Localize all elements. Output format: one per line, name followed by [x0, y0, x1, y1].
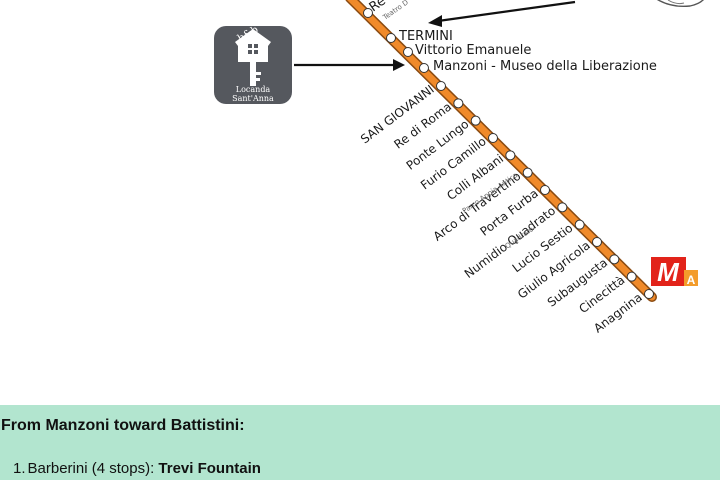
directions-list-item: 1.Barberini (4 stops): Trevi Fountain — [13, 460, 261, 477]
list-item-text: Barberini (4 stops): — [27, 460, 159, 477]
metro-a-logo: M A — [651, 257, 698, 287]
directions-list: 1.Barberini (4 stops): Trevi Fountain — [13, 460, 261, 477]
map-decoration-top-right — [656, 0, 705, 8]
key-icon — [250, 62, 261, 86]
station-dot-arco-di-travertino[interactable] — [522, 167, 533, 178]
station-dot-re[interactable] — [363, 8, 373, 18]
station-dot-re-di-roma[interactable] — [453, 98, 464, 109]
directions-heading: From Manzoni toward Battistini: — [1, 417, 245, 434]
station-dot-furio-camillo[interactable] — [488, 133, 498, 143]
directions-panel: From Manzoni toward Battistini: 1.Barber… — [0, 405, 720, 480]
hotel-badge-name-line2: Sant'Anna — [232, 94, 274, 103]
station-dot-termini[interactable] — [386, 33, 396, 43]
hotel-pointer-arrow — [294, 59, 405, 71]
metro-logo-line-letter: A — [687, 273, 696, 287]
station-dot-colli-albani[interactable] — [505, 150, 516, 161]
station-dot-numidio-quadrato[interactable] — [557, 202, 568, 213]
station-dot-manzoni[interactable] — [419, 63, 429, 73]
list-item-highlight: Trevi Fountain — [158, 460, 261, 477]
hotel-badge[interactable]: b&b Locanda Sant'Anna — [214, 24, 292, 104]
station-label-termini: TERMINI — [398, 29, 453, 44]
pointer-arrow-top — [428, 0, 576, 27]
station-dots — [363, 8, 429, 73]
station-dot-san-giovanni[interactable] — [436, 81, 446, 91]
station-label-manzoni: Manzoni - Museo della Liberazione — [433, 59, 657, 74]
metro-logo-letter: M — [657, 257, 680, 287]
station-dot-cinecitt[interactable] — [626, 271, 637, 282]
house-icon — [235, 29, 271, 62]
station-dot-ponte-lungo[interactable] — [470, 115, 481, 126]
metro-map: Re Teatro D TERMINI Vittorio Emanuele Ma… — [214, 0, 705, 336]
hotel-badge-name-line1: Locanda — [236, 85, 271, 94]
station-dot-lucio-sestio[interactable] — [574, 219, 585, 230]
metro-line-a — [347, 0, 656, 301]
station-label-vittorio: Vittorio Emanuele — [415, 43, 531, 58]
station-dot-porta-furba[interactable] — [540, 185, 550, 195]
list-item-number: 1. — [13, 460, 26, 477]
station-dot-subaugusta[interactable] — [609, 254, 620, 265]
station-dot-anagnina[interactable] — [644, 289, 654, 299]
station-dot-vittorio[interactable] — [403, 47, 413, 57]
station-dot-giulio-agricola[interactable] — [592, 237, 602, 247]
